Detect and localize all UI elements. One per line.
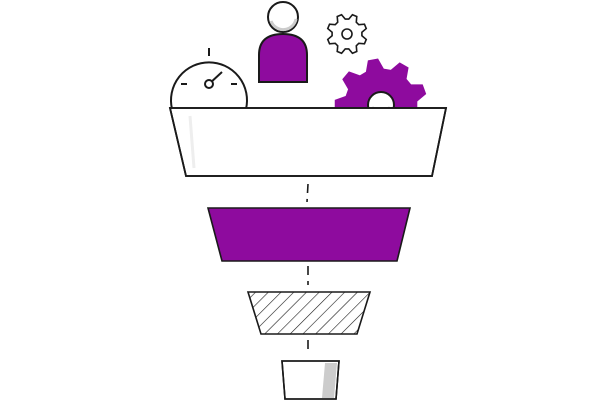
small-gear-icon (326, 13, 368, 55)
stopwatch-icon (170, 48, 248, 110)
funnel-rim (168, 107, 448, 177)
funnel-stage-2 (206, 207, 412, 262)
person-icon (258, 1, 308, 83)
funnel-stage-4 (281, 360, 340, 400)
funnel-stage-1 (168, 107, 448, 177)
connector-1 (306, 183, 309, 203)
funnel-stage-3 (246, 291, 372, 335)
